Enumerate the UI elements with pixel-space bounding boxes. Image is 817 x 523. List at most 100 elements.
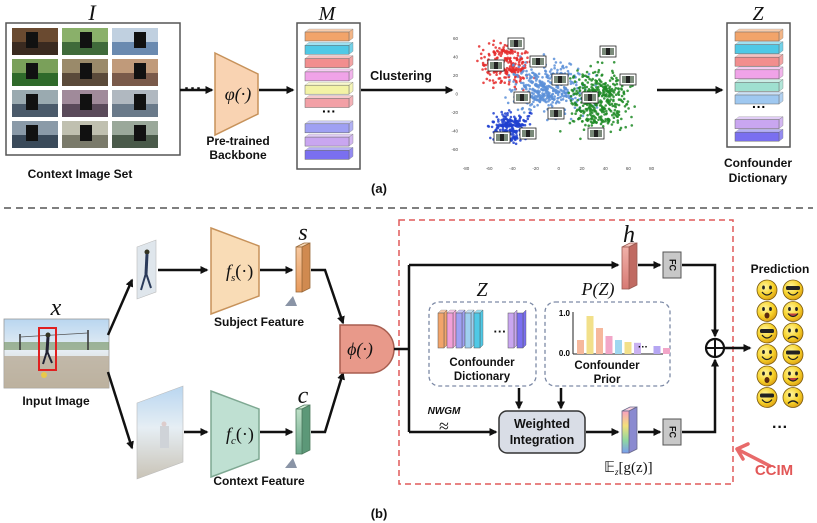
tsne-tick-y: -20 [451,110,458,115]
tsne-tick-y: -40 [451,129,458,134]
ccim-module-box [398,219,734,485]
tsne-thumbnail [619,73,637,86]
angry-icon [782,365,804,387]
dictionary-vector [507,309,518,349]
stack-ellipsis: ··· [752,99,766,115]
tsne-thumbnail [587,127,605,140]
smile-icon [756,279,778,301]
fusion-shape [339,324,395,374]
tsne-tick-y: 40 [453,55,459,60]
feature-vector [734,28,784,42]
feature-vector [304,55,354,68]
tsne-tick-x: -20 [532,166,539,171]
subject-fn-symbol: fs(·) [226,261,253,284]
backbone-label-line2: Backbone [209,148,267,162]
weighted-label-line2: Integration [510,433,575,447]
tsne-tick-x: 40 [603,166,609,171]
clustering-label: Clustering [370,69,432,83]
context-image-thumbnails [12,28,158,148]
fusion-symbol: ϕ(·) [347,339,373,360]
feature-vector [304,95,354,108]
context-thumbnail [12,59,58,86]
dictionary-vector [446,309,457,349]
tsne-thumbnail [581,91,599,104]
ccim-pointer-arrow [735,442,772,468]
dictionary-group-box [428,301,537,387]
wink-icon [756,301,778,322]
prediction-emojis [756,279,804,408]
dictionary-vector [464,309,475,349]
fc-bottom-label: FC [668,426,678,438]
arrow-subject-to-fusion [311,268,345,325]
dictionary-vector [455,309,466,349]
prior-bar [596,328,603,354]
happy-icon [756,344,778,365]
cry-icon [782,301,804,322]
tsne-thumbnail [519,127,537,140]
context-crop-image [136,385,184,480]
context-thumbnail [112,59,158,86]
prior-bar [634,342,641,354]
backbone-label-line1: Pre-trained [206,134,269,148]
fc-top-box [662,251,682,279]
part-a: I Context Image Set ··· φ(·) Pre-trained… [5,0,792,196]
nwgm-label: NWGM [428,406,461,417]
laugh-icon [756,365,778,387]
blush-icon [756,387,778,408]
ccim-label: CCIM [755,462,793,479]
feature-vector [734,116,784,130]
prior-ellipsis: ··· [638,342,648,353]
tsne-tick-x: -80 [463,166,470,171]
feature-vector [734,91,784,105]
context-feature-label: Context Feature [213,474,305,488]
arrow-fc-top-to-sum [682,263,719,338]
dictionary-vector [516,309,527,349]
fc-top-label: FC [668,259,678,271]
subject-bounding-box [38,327,57,371]
pz-symbol: P(Z) [581,279,615,300]
feature-vector [304,28,354,42]
context-thumbnail [62,121,108,148]
feature-vector [304,120,354,134]
prior-tick-bottom: 0.0 [559,349,571,358]
subject-crop-image [136,239,157,300]
arrow-context-to-fusion [311,371,345,434]
prior-tick-top: 1.0 [559,309,571,318]
subject-feature-pointer [285,296,297,306]
arrow-fc-bottom-to-sum [682,358,719,434]
prediction-label: Prediction [751,262,810,276]
tsne-tick-x: 0 [558,166,561,171]
tsne-tick-y: 20 [453,73,459,78]
weighted-label-line1: Weighted [514,417,570,431]
prior-label-line1: Confounder [574,360,640,372]
prediction-ellipsis: ··· [772,419,788,436]
tsne-tick-x: -60 [486,166,493,171]
grin-icon [782,279,804,301]
weighted-integration-box [498,410,586,454]
backbone-symbol: φ(·) [225,84,251,105]
dictionary-label-line2: Dictionary [729,171,788,185]
context-fn-symbol: fc(·) [226,424,254,447]
tsne-tick-x: 60 [626,166,632,171]
stack-ellipsis: ··· [322,103,336,119]
prior-bar [605,336,613,354]
feature-vector [734,41,784,54]
context-thumbnail [12,121,58,148]
input-label: Input Image [22,394,90,408]
fc-bottom-box [662,418,682,446]
expectation-feature-bar [621,406,638,454]
feature-vector [304,68,354,82]
feature-vector [304,133,354,147]
prior-bar-chart: 1.0 0.0 ··· [559,309,670,358]
feature-vector [734,79,784,92]
z-symbol: Z [476,279,488,301]
tsne-tick-x: 80 [649,166,655,171]
prior-bar [663,348,670,354]
tsne-thumbnail [513,91,531,104]
tongue-icon [782,322,804,344]
arrow-input-to-context-crop [106,371,134,450]
input-image [3,318,110,389]
context-set-label: Context Image Set [28,167,133,181]
